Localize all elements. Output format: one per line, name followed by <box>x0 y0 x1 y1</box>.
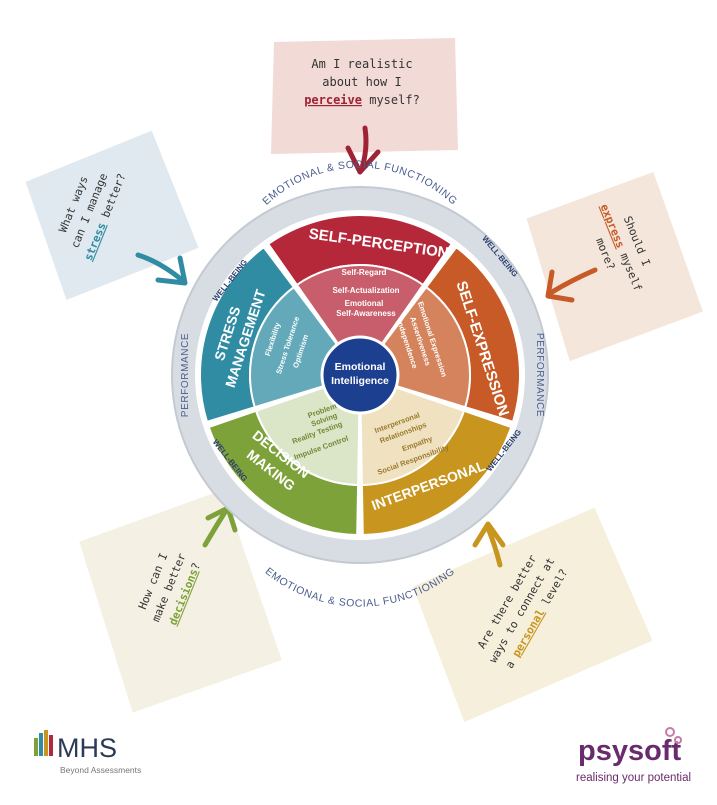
center-label-line1: Emotional <box>335 361 386 373</box>
arrow-left <box>135 252 188 286</box>
mhs-bar-3 <box>44 730 48 756</box>
mhs-logo: MHS Beyond Assessments <box>34 730 141 775</box>
note-top-keyword: perceive <box>304 93 362 107</box>
psysoft-logo: psysoft realising your potential <box>576 727 691 784</box>
note-bottom-left-bg <box>79 489 282 713</box>
note-right-bg <box>526 172 703 362</box>
skill-self-awareness: Self-Awareness <box>336 309 396 318</box>
arrow-right <box>545 267 598 303</box>
mhs-tagline: Beyond Assessments <box>60 765 141 775</box>
note-top-line2: about how I <box>322 75 401 89</box>
note-top: Am I realistic about how I perceive myse… <box>304 57 420 107</box>
note-bottom-right-bg <box>412 507 653 723</box>
note-top-line3-rest: myself? <box>369 93 420 107</box>
psysoft-dot-2 <box>674 736 682 744</box>
arrow-top <box>345 125 381 175</box>
skill-self-actualization: Self-Actualization <box>332 286 399 295</box>
skill-self-regard: Self-Regard <box>342 268 387 277</box>
mhs-bar-2 <box>39 733 43 756</box>
mhs-bar-1 <box>34 738 38 756</box>
psysoft-name: psysoft <box>578 735 681 767</box>
note-top-bg <box>271 38 458 154</box>
psysoft-dot-1 <box>665 727 675 737</box>
center-label-line2: Intelligence <box>331 375 389 387</box>
note-left-bg <box>25 130 199 301</box>
ring-label-left: PERFORMANCE <box>180 333 191 417</box>
note-top-line3: perceive myself? <box>304 93 420 107</box>
ring-label-right: PERFORMANCE <box>534 333 545 417</box>
psysoft-tagline: realising your potential <box>576 772 691 784</box>
mhs-bar-4 <box>49 735 53 756</box>
note-bl-line3-rest: ? <box>189 561 204 572</box>
center-circle <box>320 335 400 415</box>
mhs-name: MHS <box>57 733 117 763</box>
note-top-line1: Am I realistic <box>311 57 412 71</box>
arrow-bottom-right <box>472 521 506 568</box>
skill-emotional: Emotional <box>345 299 384 308</box>
